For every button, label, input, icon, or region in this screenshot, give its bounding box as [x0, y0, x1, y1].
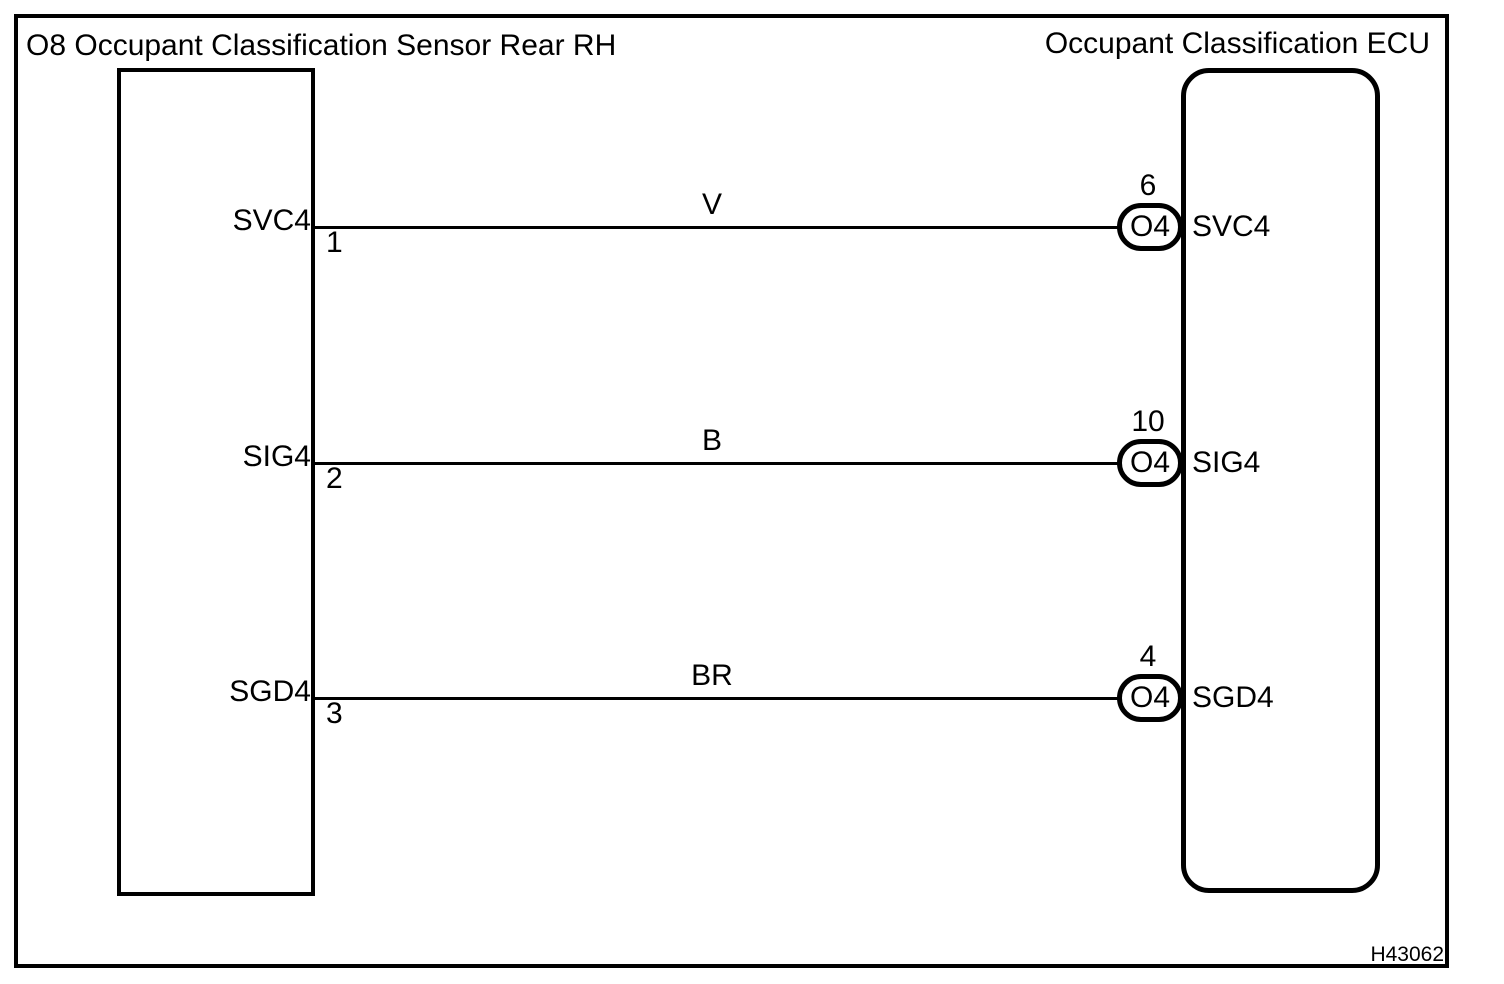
left-component-title: O8 Occupant Classification Sensor Rear R…: [26, 29, 617, 62]
sensor-box: [117, 68, 315, 896]
diagram-border: [14, 14, 1449, 968]
right-component-title: Occupant Classification ECU: [1044, 27, 1430, 60]
ecu-box: [1181, 68, 1380, 893]
figure-code: H43062: [1370, 943, 1444, 966]
